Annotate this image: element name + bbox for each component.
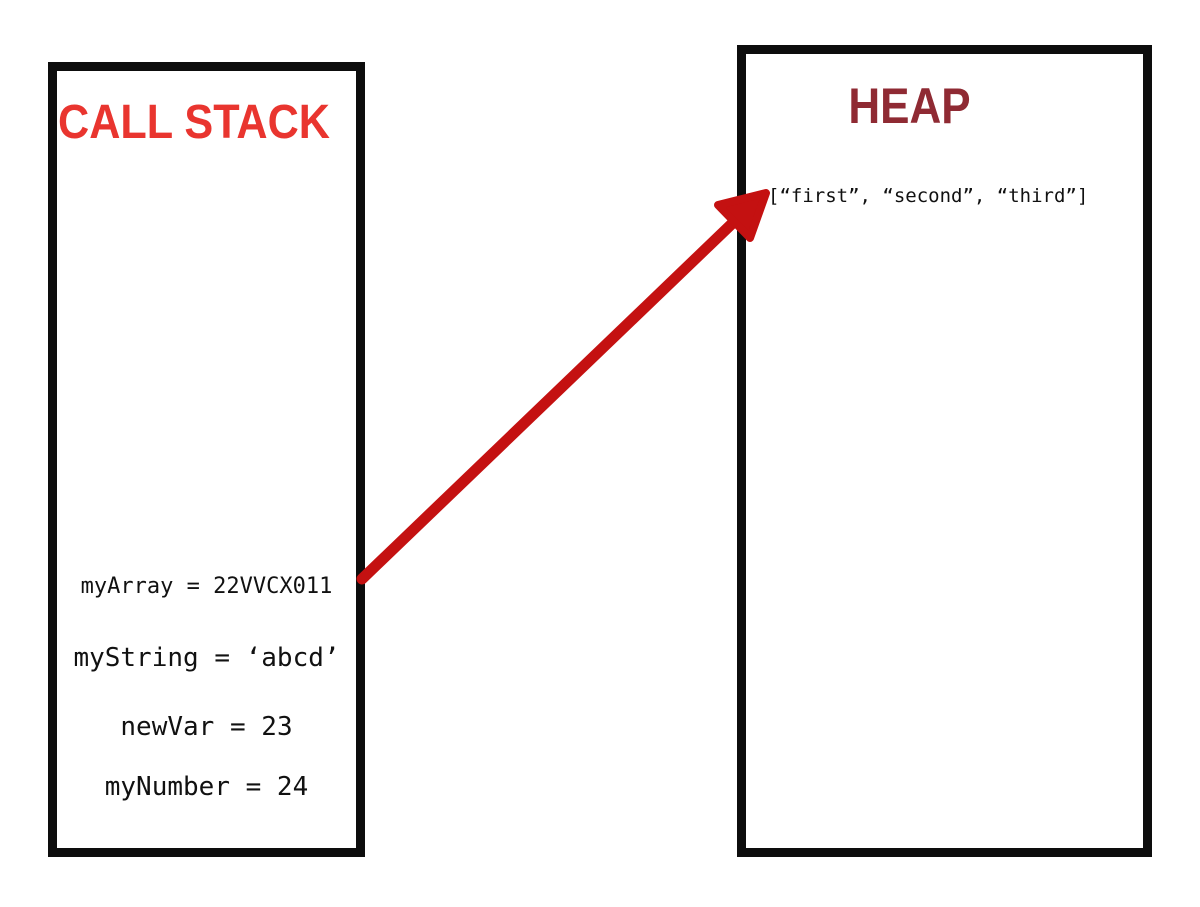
pointer-arrow-shaft (356, 210, 746, 585)
call-stack-title: CALL STACK (58, 96, 330, 149)
call-stack-box: CALL STACK myArray = 22VVCX011 myString … (48, 62, 365, 857)
heap-array-value: [“first”, “second”, “third”] (768, 185, 1089, 207)
variable-mystring: myString = ‘abcd’ (73, 643, 340, 673)
variable-mynumber: myNumber = 24 (104, 772, 309, 802)
variable-newvar: newVar = 23 (120, 712, 293, 742)
heap-title: HEAP (848, 78, 971, 134)
variable-myarray: myArray = 22VVCX011 (80, 574, 333, 599)
heap-box: HEAP [“first”, “second”, “third”] (737, 45, 1152, 857)
